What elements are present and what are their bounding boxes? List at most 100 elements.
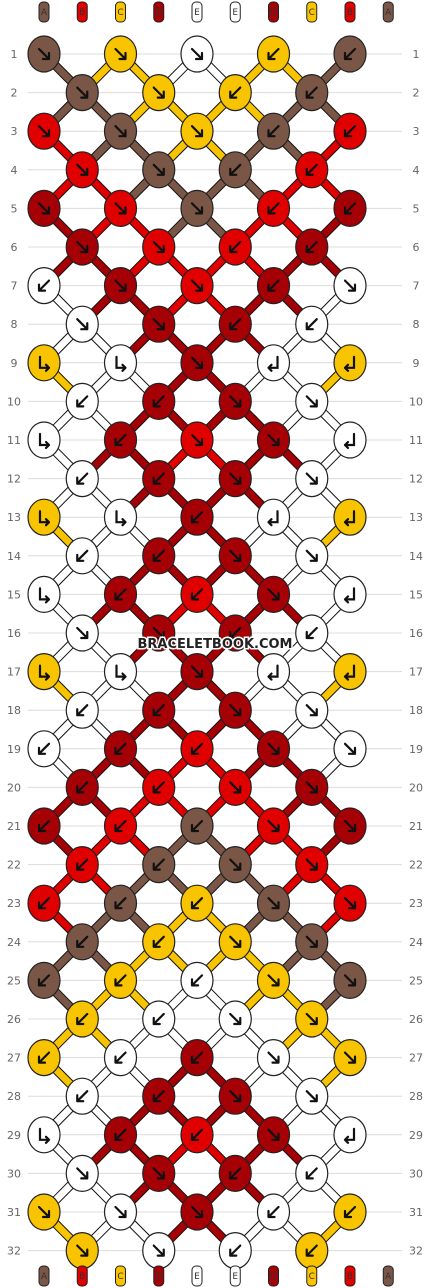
knot <box>218 1077 252 1115</box>
string-tab <box>344 1265 356 1287</box>
knot-body <box>256 498 291 536</box>
knot <box>180 344 214 382</box>
knot-arrow-icon <box>229 318 242 331</box>
knot-arrow-icon <box>190 742 204 755</box>
knot-arrow-icon <box>305 1090 318 1103</box>
knot-arrow-icon <box>305 240 318 254</box>
row-number-right: 29 <box>409 1129 423 1142</box>
string-label: C <box>117 8 123 18</box>
row-number-right: 22 <box>409 859 423 872</box>
knot-arrow-icon <box>38 355 51 372</box>
knot <box>256 1193 291 1231</box>
knot-arrow-icon <box>76 472 89 485</box>
knot <box>142 1154 176 1193</box>
knot-arrow-icon <box>190 125 204 138</box>
string-label: B <box>79 8 85 18</box>
knot-arrow-icon <box>76 935 89 948</box>
knot-body <box>333 575 367 614</box>
row-number-right: 26 <box>409 1013 423 1026</box>
knot-arrow-icon <box>343 1205 357 1219</box>
row-number-left: 29 <box>7 1129 21 1142</box>
knot-body <box>103 344 138 382</box>
knot <box>103 652 138 691</box>
knot <box>333 267 367 305</box>
string-label: E <box>232 8 238 18</box>
knot-arrow-icon <box>76 1167 89 1180</box>
string-label: C <box>309 8 315 18</box>
string-tab <box>191 1 203 23</box>
knot-arrow-icon <box>229 781 242 794</box>
knot <box>218 1231 252 1270</box>
knot-arrow-icon <box>343 202 357 215</box>
knot <box>180 884 214 922</box>
knot-arrow-icon <box>152 1090 165 1103</box>
knot <box>27 344 61 382</box>
row-number-right: 1 <box>413 48 420 61</box>
row-number-right: 10 <box>409 395 423 408</box>
row-number-left: 7 <box>11 280 18 293</box>
knot-arrow-icon <box>343 279 357 292</box>
knot <box>218 228 252 266</box>
knot <box>256 1038 291 1077</box>
knot-arrow-icon <box>343 742 357 755</box>
knot-arrow-icon <box>267 664 279 681</box>
knot <box>218 382 252 420</box>
knot <box>142 923 176 961</box>
knot-arrow-icon <box>152 858 165 871</box>
knot <box>295 845 329 884</box>
knot-body <box>256 652 291 691</box>
knot <box>295 1154 329 1193</box>
row-number-left: 9 <box>11 357 18 370</box>
knot-arrow-icon <box>114 974 127 987</box>
knot <box>295 151 329 189</box>
knot <box>256 807 291 845</box>
row-number-right: 9 <box>413 357 420 370</box>
row-number-right: 5 <box>413 202 420 215</box>
string-tab <box>306 1265 318 1287</box>
knot-arrow-icon <box>190 511 204 524</box>
knot <box>65 73 99 112</box>
row-number-right: 27 <box>409 1052 423 1065</box>
knot-arrow-icon <box>305 86 318 99</box>
knot <box>103 961 138 1000</box>
row-number-right: 24 <box>409 936 423 949</box>
row-number-right: 3 <box>413 125 420 138</box>
knot-arrow-icon <box>190 1051 204 1064</box>
knot-body <box>256 344 291 382</box>
knot <box>65 691 99 729</box>
knot-arrow-icon <box>115 355 127 372</box>
knot-arrow-icon <box>190 665 204 678</box>
knot <box>180 35 214 73</box>
knot-arrow-icon <box>37 897 51 910</box>
knot-arrow-icon <box>190 588 204 601</box>
knot-arrow-icon <box>76 86 89 99</box>
string-label: D <box>155 1272 162 1282</box>
knot-arrow-icon <box>267 202 280 215</box>
knot-arrow-icon <box>37 202 51 215</box>
knot-body <box>103 498 138 536</box>
knot-arrow-icon <box>267 433 280 447</box>
knot <box>218 923 252 961</box>
knot-arrow-icon <box>37 974 51 987</box>
knot <box>27 189 61 227</box>
knot-arrow-icon <box>190 202 204 215</box>
knot <box>333 1038 367 1077</box>
knot-arrow-icon <box>114 433 127 447</box>
knot-arrow-icon <box>267 897 280 910</box>
knot-arrow-icon <box>305 858 318 871</box>
string-label: E <box>194 1272 200 1282</box>
knot <box>65 1154 99 1193</box>
knot <box>256 652 291 691</box>
knot-arrow-icon <box>229 1012 242 1026</box>
knot-arrow-icon <box>190 356 204 369</box>
knot <box>65 151 99 189</box>
knot-arrow-icon <box>38 432 51 450</box>
knot <box>295 614 329 652</box>
knot <box>218 537 252 575</box>
knot <box>295 1000 329 1038</box>
knot-arrow-icon <box>76 318 89 331</box>
knot <box>180 421 214 459</box>
row-number-left: 31 <box>7 1206 21 1219</box>
knot-arrow-icon <box>37 742 51 755</box>
